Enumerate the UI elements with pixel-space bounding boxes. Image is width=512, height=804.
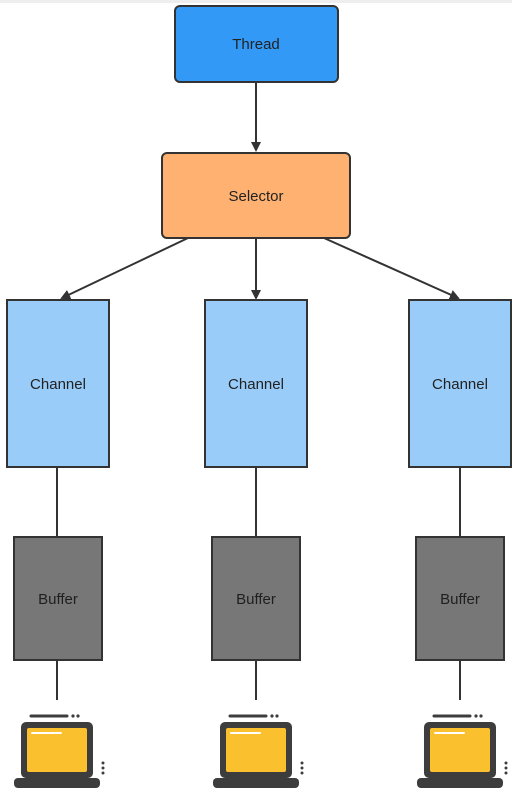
channel-node-2: Channel bbox=[204, 299, 308, 468]
channel-label: Channel bbox=[30, 376, 86, 393]
channel-box bbox=[408, 299, 512, 468]
laptop-icon bbox=[417, 714, 508, 788]
buffer-node-1: Buffer bbox=[13, 536, 103, 661]
buffer-box bbox=[211, 536, 301, 661]
buffer-node-3: Buffer bbox=[415, 536, 505, 661]
thread-node: Thread bbox=[174, 5, 339, 83]
selector-node: Selector bbox=[161, 152, 351, 239]
buffer-box bbox=[415, 536, 505, 661]
channel-label: Channel bbox=[432, 376, 488, 393]
channel-box bbox=[6, 299, 110, 468]
channel-node-3: Channel bbox=[408, 299, 512, 468]
top-border bbox=[0, 0, 512, 3]
buffer-label: Buffer bbox=[38, 591, 78, 608]
buffer-box bbox=[13, 536, 103, 661]
channel-box bbox=[204, 299, 308, 468]
selector-to-channel-3-arrow bbox=[323, 237, 460, 300]
buffer-node-2: Buffer bbox=[211, 536, 301, 661]
channel-label: Channel bbox=[228, 376, 284, 393]
selector-box bbox=[161, 152, 351, 239]
laptop-icon bbox=[213, 714, 304, 788]
selector-label: Selector bbox=[228, 188, 283, 205]
laptop-icon bbox=[14, 714, 105, 788]
channel-node-1: Channel bbox=[6, 299, 110, 468]
buffer-label: Buffer bbox=[440, 591, 480, 608]
thread-label: Thread bbox=[232, 36, 280, 53]
connectors bbox=[56, 82, 461, 700]
buffer-label: Buffer bbox=[236, 591, 276, 608]
selector-to-channel-1-arrow bbox=[60, 237, 189, 300]
thread-box bbox=[174, 5, 339, 83]
